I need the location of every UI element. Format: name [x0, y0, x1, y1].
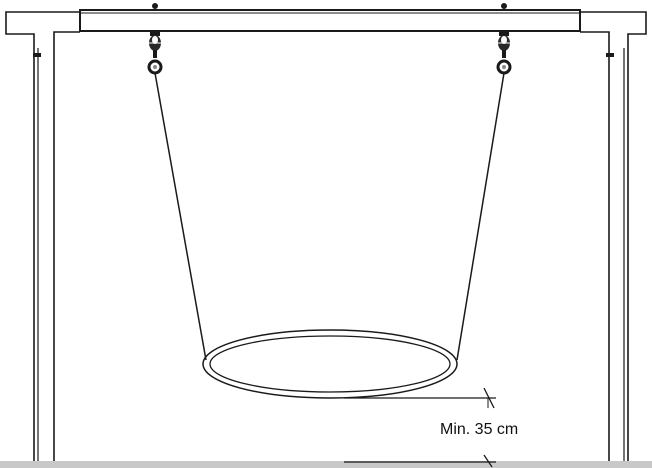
left-hanger-icon — [147, 31, 163, 75]
right-beam-bolt — [501, 3, 507, 9]
right-rope — [456, 72, 505, 361]
left-post — [5, 11, 80, 461]
left-rope — [154, 72, 207, 361]
clearance-dimension — [344, 387, 496, 468]
left-beam-bolt — [152, 3, 158, 9]
nest-swing-ring — [202, 329, 458, 399]
min-clearance-label: Min. 35 cm — [440, 421, 518, 438]
right-hanger-icon — [496, 31, 512, 75]
top-beam — [79, 9, 581, 32]
ground-line — [0, 461, 652, 468]
right-post — [580, 11, 647, 461]
